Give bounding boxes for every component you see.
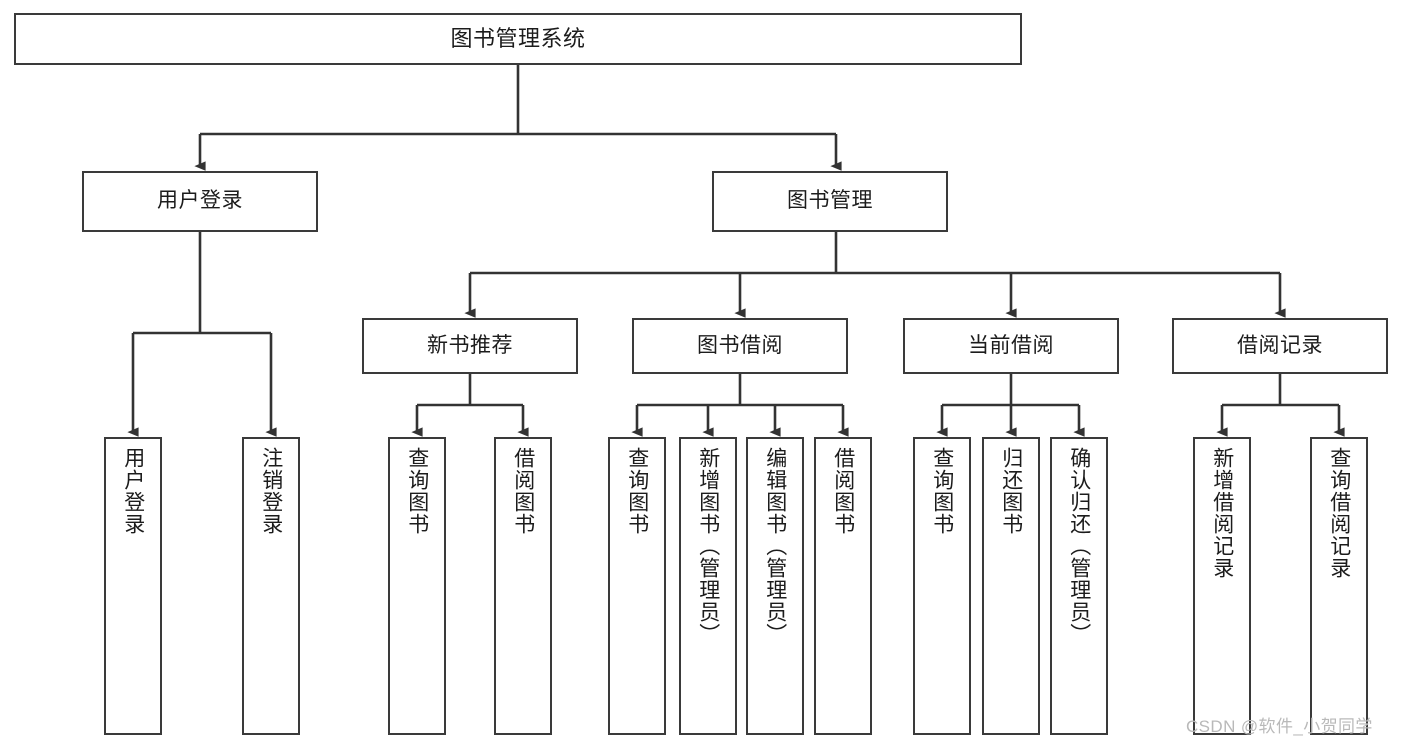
node-user-login[interactable]: 用户登录 bbox=[82, 171, 318, 232]
node-borrow-record-label: 借阅记录 bbox=[1237, 333, 1323, 357]
node-book-borrow-label: 图书借阅 bbox=[697, 333, 783, 357]
leaf-borrow-book-2[interactable]: 借阅图书 bbox=[814, 437, 872, 735]
node-new-book-rec[interactable]: 新书推荐 bbox=[362, 318, 578, 374]
node-root[interactable]: 图书管理系统 bbox=[14, 13, 1022, 65]
leaf-borrow-book-1-label: 借阅图书 bbox=[511, 447, 535, 535]
leaf-user-login-label: 用户登录 bbox=[121, 447, 145, 535]
leaf-query-book-3-label: 查询图书 bbox=[930, 447, 954, 535]
leaf-edit-book[interactable]: 编辑图书（管理员） bbox=[746, 437, 804, 735]
leaf-user-login[interactable]: 用户登录 bbox=[104, 437, 162, 735]
node-current-borrow[interactable]: 当前借阅 bbox=[903, 318, 1119, 374]
node-new-book-rec-label: 新书推荐 bbox=[427, 333, 513, 357]
leaf-query-record[interactable]: 查询借阅记录 bbox=[1310, 437, 1368, 735]
leaf-confirm-return[interactable]: 确认归还（管理员） bbox=[1050, 437, 1108, 735]
csdn-watermark: CSDN @软件_小贺同学 bbox=[1186, 717, 1373, 736]
leaf-query-book-1-label: 查询图书 bbox=[405, 447, 429, 535]
node-user-login-label: 用户登录 bbox=[157, 189, 243, 213]
leaf-logout[interactable]: 注销登录 bbox=[242, 437, 300, 735]
leaf-confirm-return-label: 确认归还（管理员） bbox=[1067, 447, 1091, 645]
leaf-add-record[interactable]: 新增借阅记录 bbox=[1193, 437, 1251, 735]
node-book-manage-label: 图书管理 bbox=[787, 189, 873, 213]
node-current-borrow-label: 当前借阅 bbox=[968, 333, 1054, 357]
leaf-borrow-book-2-label: 借阅图书 bbox=[831, 447, 855, 535]
leaf-query-book-2-label: 查询图书 bbox=[625, 447, 649, 535]
leaf-edit-book-label: 编辑图书（管理员） bbox=[763, 447, 787, 645]
leaf-query-book-1[interactable]: 查询图书 bbox=[388, 437, 446, 735]
leaf-return-book-label: 归还图书 bbox=[999, 447, 1023, 535]
node-borrow-record[interactable]: 借阅记录 bbox=[1172, 318, 1388, 374]
node-book-manage[interactable]: 图书管理 bbox=[712, 171, 948, 232]
leaf-query-record-label: 查询借阅记录 bbox=[1327, 447, 1351, 579]
leaf-logout-label: 注销登录 bbox=[259, 447, 283, 535]
leaf-add-book-label: 新增图书（管理员） bbox=[696, 447, 720, 645]
leaf-add-record-label: 新增借阅记录 bbox=[1210, 447, 1234, 579]
leaf-query-book-3[interactable]: 查询图书 bbox=[913, 437, 971, 735]
node-book-borrow[interactable]: 图书借阅 bbox=[632, 318, 848, 374]
leaf-query-book-2[interactable]: 查询图书 bbox=[608, 437, 666, 735]
leaf-return-book[interactable]: 归还图书 bbox=[982, 437, 1040, 735]
leaf-add-book[interactable]: 新增图书（管理员） bbox=[679, 437, 737, 735]
node-root-label: 图书管理系统 bbox=[450, 26, 586, 52]
leaf-borrow-book-1[interactable]: 借阅图书 bbox=[494, 437, 552, 735]
